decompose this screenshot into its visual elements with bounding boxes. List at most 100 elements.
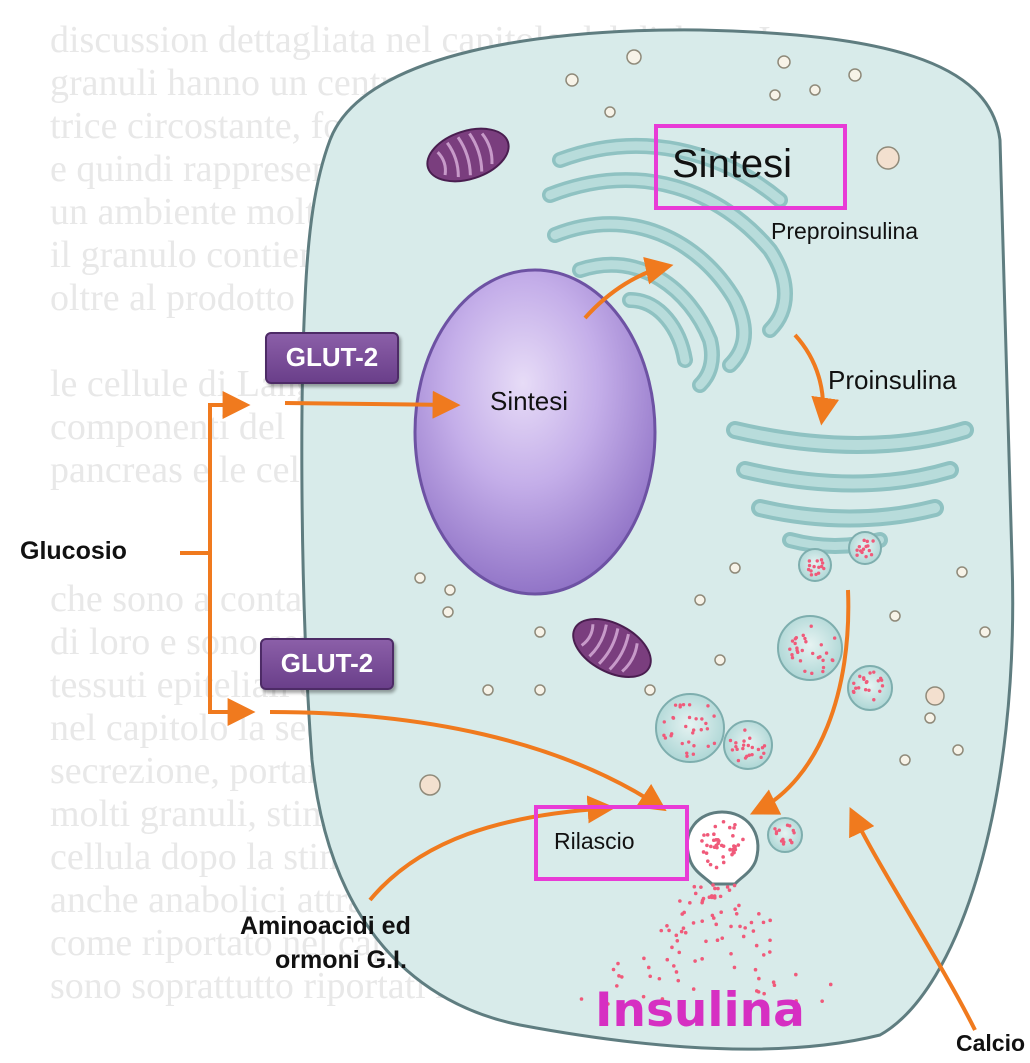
insulin-dot [580, 997, 584, 1001]
insulin-dot [799, 659, 802, 662]
insulin-dot [684, 725, 687, 728]
insulin-dot [732, 847, 736, 851]
insulin-dot [852, 682, 855, 685]
insulin-dot [792, 831, 795, 834]
insulin-dot [803, 670, 806, 673]
insulin-dot [867, 689, 870, 692]
insulin-dot [662, 734, 665, 737]
insulin-dot [729, 925, 733, 929]
insulin-dot [700, 957, 704, 961]
insulin-dot [881, 684, 884, 687]
vesicle [926, 687, 944, 705]
nucleus [415, 270, 655, 594]
nucleus-sintesi-label: Sintesi [490, 386, 568, 417]
insulin-dot [741, 838, 745, 842]
insulin-dot [704, 940, 708, 944]
insulin-dot [782, 842, 785, 845]
insulin-dot [768, 950, 772, 954]
insulin-dot [752, 929, 756, 933]
insulin-dot [864, 545, 867, 548]
insulin-dot [671, 716, 674, 719]
insulin-dot [788, 824, 791, 827]
vesicle [566, 74, 578, 86]
insulin-dot [833, 636, 836, 639]
insulin-dot [825, 651, 828, 654]
insulin-dot [868, 671, 871, 674]
insulin-dot [810, 573, 813, 576]
insulin-dot [743, 728, 746, 731]
background-text-line: componenti del [50, 406, 285, 448]
insulin-dot [714, 844, 718, 848]
secretory-granule [849, 532, 881, 564]
insulin-dot [721, 855, 725, 859]
insulin-dot [694, 717, 697, 720]
insulin-dot [808, 559, 811, 562]
insulin-dot [820, 643, 823, 646]
insulin-dot [817, 566, 820, 569]
insulin-dot [864, 688, 867, 691]
insulin-dot [795, 636, 798, 639]
insulin-dot [820, 558, 823, 561]
vesicle [778, 56, 790, 68]
insulin-dot [754, 968, 758, 972]
insulin-dot [728, 848, 732, 852]
insulin-dot [711, 883, 715, 887]
insulin-dot [670, 946, 674, 950]
insulin-dot [768, 938, 772, 942]
insulin-dot [822, 567, 825, 570]
insulin-dot [742, 935, 746, 939]
insulin-dot [879, 677, 882, 680]
insulin-dot [680, 912, 684, 916]
secretory-granule [799, 549, 831, 581]
insulin-dot [694, 892, 698, 896]
insulin-dot [759, 756, 762, 759]
insulin-dot [757, 912, 761, 916]
insulin-dot [737, 759, 740, 762]
insulin-dot [810, 625, 813, 628]
vesicle [980, 627, 990, 637]
insulin-dot [728, 888, 732, 892]
insulin-dot [871, 539, 874, 542]
insulin-dot [762, 921, 766, 925]
insulin-dot [793, 642, 796, 645]
insulin-dot [794, 973, 798, 977]
insulin-dot [706, 704, 709, 707]
insulin-dot [820, 999, 824, 1003]
insulin-dot [687, 740, 690, 743]
insulin-dot [722, 820, 726, 824]
vesicle [445, 585, 455, 595]
vesicle [730, 563, 740, 573]
insulin-dot [751, 746, 754, 749]
insulin-dot [688, 703, 691, 706]
insulin-dot [642, 957, 646, 961]
insulin-dot [795, 649, 798, 652]
insulin-dot [811, 652, 814, 655]
insulin-dot [761, 746, 764, 749]
insulin-dot [868, 549, 871, 552]
insulin-dot [737, 843, 741, 847]
insulin-dot [732, 826, 736, 830]
insulin-dot [778, 829, 781, 832]
insulin-dot [700, 919, 704, 923]
insulin-dot [670, 732, 673, 735]
insulin-dot [738, 925, 742, 929]
insulin-dot [692, 753, 695, 756]
insulina-label: Insulina [595, 983, 805, 1038]
insulin-dot [878, 690, 881, 693]
insulin-dot [700, 839, 704, 843]
insulin-dot [705, 851, 709, 855]
insulin-dot [699, 885, 703, 889]
insulin-dot [729, 952, 733, 956]
insulin-dot [675, 970, 679, 974]
insulin-dot [709, 845, 713, 849]
insulin-dot [733, 823, 737, 827]
insulin-dot [732, 851, 736, 855]
insulin-dot [735, 748, 738, 751]
vesicle [877, 147, 899, 169]
glut2-transporter-bottom: GLUT-2 [260, 638, 394, 690]
insulin-dot [862, 678, 865, 681]
vesicle [925, 713, 935, 723]
vesicle [483, 685, 493, 695]
insulin-dot [822, 666, 825, 669]
insulin-dot [620, 975, 624, 979]
